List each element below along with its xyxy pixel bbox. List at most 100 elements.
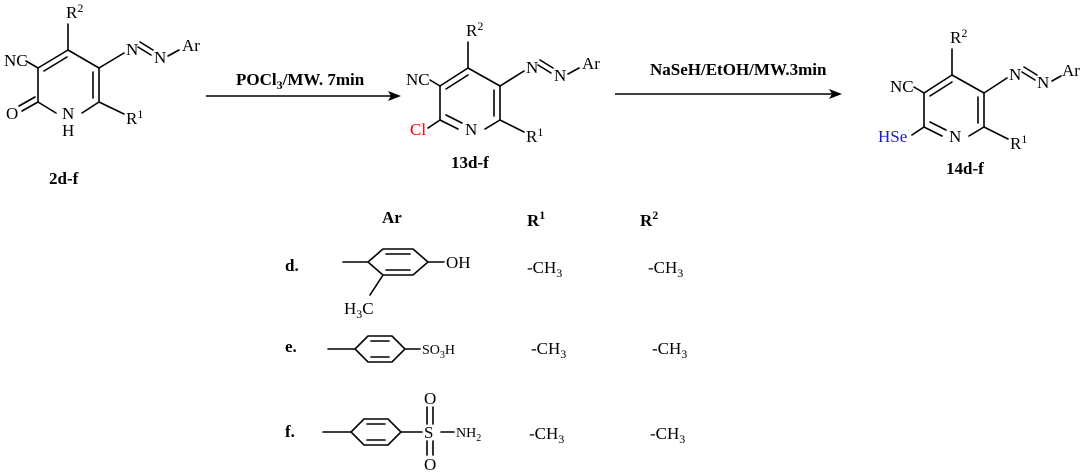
bond	[929, 81, 953, 97]
bond	[951, 74, 985, 94]
arrowhead	[829, 89, 842, 99]
compound-id: 13d-f	[451, 153, 489, 172]
bond	[539, 59, 554, 69]
row-label: d.	[285, 256, 299, 275]
aryl-group-f: O S O NH2	[322, 389, 481, 472]
bond	[983, 126, 1009, 140]
r2-value: -CH3	[652, 339, 687, 361]
reaction-arrow-2: NaSeH/EtOH/MW.3min	[615, 60, 842, 99]
header-ar: Ar	[382, 208, 402, 227]
reaction-arrow-1: POCl3/MW. 7min	[206, 70, 401, 101]
compound-13d-f: R2 NC N N Ar Cl N R1 13d-f	[406, 19, 600, 172]
azo-n2: N	[554, 66, 566, 85]
nh2-label: NH2	[456, 426, 481, 444]
compound-id: 2d-f	[49, 169, 79, 188]
table-row: d. OH H3C -CH3 -CH3	[285, 248, 683, 321]
ar-label: Ar	[182, 36, 200, 55]
substituent-table: Ar R1 R2 d. OH H3C -CH3 -CH3 e.	[285, 208, 687, 472]
header-r2: R2	[640, 208, 658, 230]
bond	[37, 101, 57, 114]
n-label: N	[465, 120, 477, 139]
bond	[18, 96, 36, 107]
nc-label: NC	[890, 77, 914, 96]
bond	[983, 77, 1008, 94]
bond	[137, 46, 152, 56]
benzene-ring	[353, 335, 407, 363]
ar-label: Ar	[582, 54, 600, 73]
bond	[499, 70, 525, 87]
aryl-group-e: SO3H	[327, 335, 455, 363]
ar-label: Ar	[1062, 61, 1080, 80]
reagent-label: POCl3/MW. 7min	[236, 70, 365, 92]
header-r1: R1	[527, 208, 545, 230]
oxo-label: O	[424, 389, 436, 408]
table-row: e. SO3H -CH3 -CH3	[285, 335, 687, 363]
bond	[427, 119, 441, 129]
r2-label: R2	[950, 26, 967, 47]
table-row: f. O S O NH2 -CH3 -CH3	[285, 389, 685, 472]
r1-value: -CH3	[527, 258, 562, 280]
r1-value: -CH3	[529, 424, 564, 446]
bond	[445, 114, 463, 124]
r1-label: R1	[126, 107, 143, 128]
r2-value: -CH3	[648, 258, 683, 280]
bond	[21, 101, 39, 112]
bond	[439, 119, 459, 130]
bond	[67, 49, 100, 69]
oxo-label: O	[424, 455, 436, 472]
bond	[369, 274, 384, 296]
cl-label: Cl	[410, 120, 426, 139]
bond	[499, 119, 525, 133]
compound-14d-f: R2 NC N N Ar HSe N R1 14d-f	[878, 26, 1080, 178]
aryl-group-d: OH H3C	[342, 248, 471, 321]
row-label: f.	[285, 422, 295, 441]
bond	[1023, 66, 1038, 76]
r2-label: R2	[66, 1, 83, 22]
bond	[439, 67, 469, 87]
benzene-ring	[366, 248, 430, 276]
bond	[484, 119, 501, 130]
bond	[913, 86, 925, 94]
azo-n1: N	[1009, 65, 1021, 84]
bond	[537, 64, 552, 74]
compound-id: 14d-f	[946, 159, 984, 178]
bond	[25, 60, 39, 69]
bond	[98, 52, 125, 69]
s-label: S	[424, 423, 433, 442]
nc-label: NC	[406, 70, 430, 89]
row-label: e.	[285, 337, 297, 356]
bond	[923, 74, 953, 94]
bond	[923, 126, 943, 137]
r1-label: R1	[526, 125, 543, 146]
bond	[1051, 75, 1062, 82]
reagent-label: NaSeH/EtOH/MW.3min	[650, 60, 827, 79]
bond	[139, 41, 154, 51]
r2-label: R2	[466, 19, 483, 40]
azo-n2: N	[1037, 73, 1049, 92]
azo-n1: N	[126, 40, 138, 59]
bond	[567, 67, 580, 75]
n-label: N	[62, 104, 74, 123]
bond	[43, 56, 68, 72]
benzene-ring	[349, 418, 403, 446]
o-label: O	[6, 104, 18, 123]
bond	[1021, 71, 1036, 81]
h-label: H	[62, 121, 74, 140]
so3h-label: SO3H	[422, 343, 455, 361]
arrowhead	[388, 91, 401, 101]
nc-label: NC	[4, 51, 28, 70]
bond	[929, 121, 947, 131]
r1-value: -CH3	[531, 339, 566, 361]
bond	[911, 126, 925, 136]
compound-2d-f: R2 NC N N Ar O N H R1 2d-f	[4, 1, 200, 188]
r2-value: -CH3	[650, 424, 685, 446]
h3c-label: H3C	[344, 299, 374, 321]
azo-n2: N	[154, 48, 166, 67]
hse-label: HSe	[878, 127, 907, 146]
bond	[445, 74, 469, 90]
bond	[968, 126, 985, 137]
bond	[37, 49, 69, 69]
n-label: N	[949, 127, 961, 146]
bond	[98, 101, 125, 115]
